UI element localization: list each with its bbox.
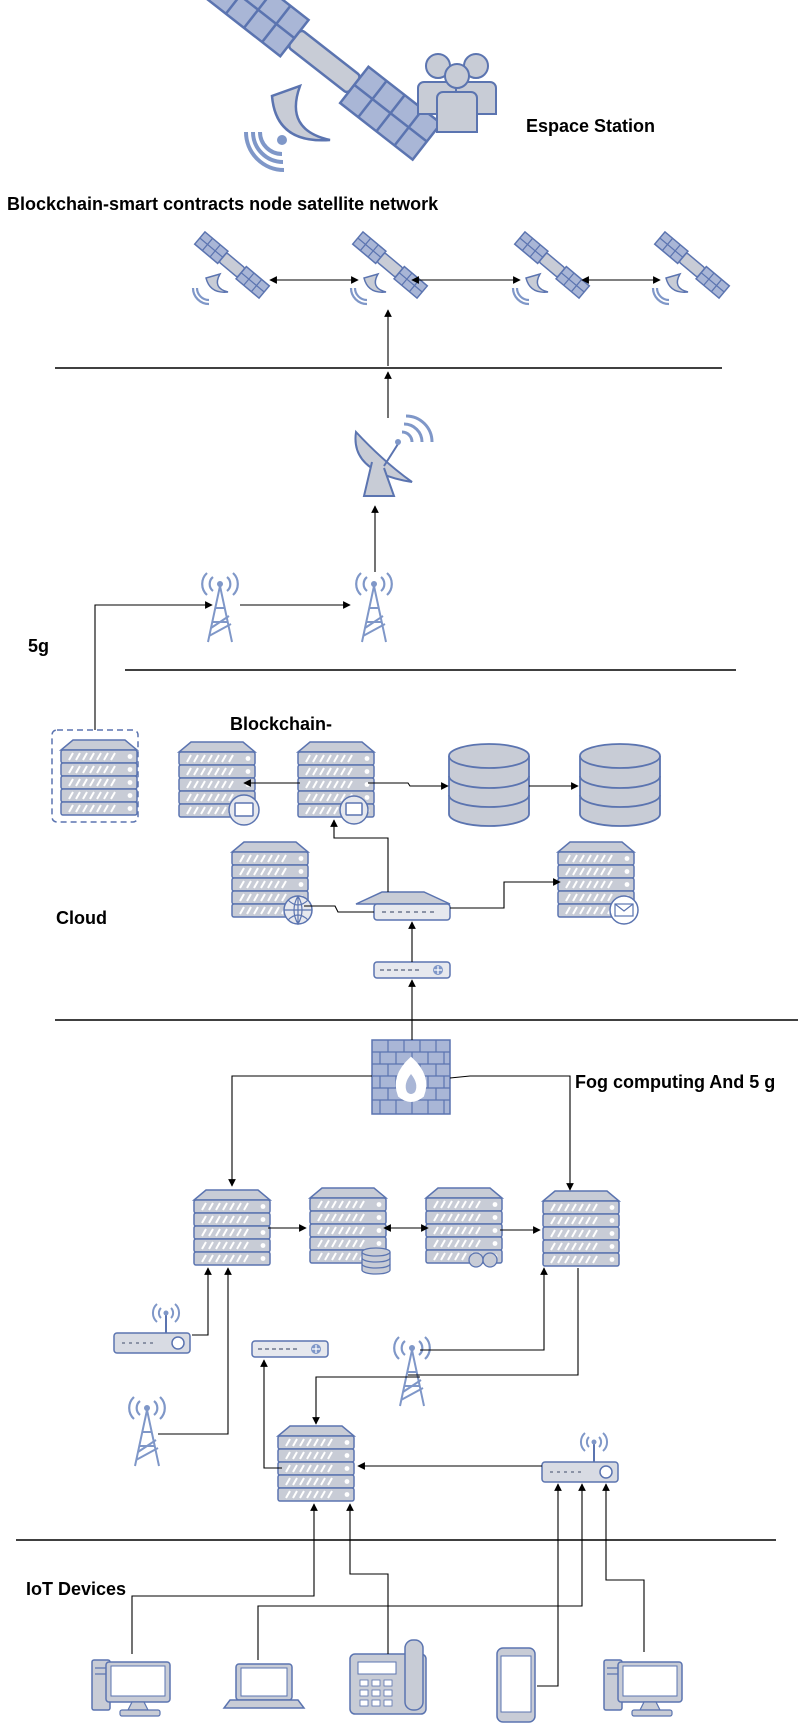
wifi-router-icon [541,1432,619,1483]
dashed-group-box [51,729,139,823]
desk-phone-icon [349,1639,427,1715]
space-station-label: Espace Station [526,116,656,136]
large-satellite-icon [206,0,443,172]
monitor-badge-icon [339,795,369,825]
smartphone-icon [496,1647,536,1723]
network-switch-icon [251,1340,329,1358]
server-icon [542,1190,620,1267]
cell-tower-icon [393,1335,431,1408]
wifi-router-icon [113,1303,191,1354]
network-switch-icon [373,961,451,979]
server-icon [425,1187,503,1264]
satellite-node-icon [651,230,731,306]
five-g-label: 5g [28,636,50,656]
database-icon [579,743,661,827]
monitor-badge-icon [228,794,260,826]
desktop-computer-icon [603,1659,683,1717]
desktop-computer-icon [91,1659,171,1717]
server-icon [277,1425,355,1502]
mail-badge-icon [609,895,639,925]
iot-devices-label: IoT Devices [26,1579,127,1599]
satellite-node-icon [349,230,429,306]
satellite-network-label: Blockchain-smart contracts node satellit… [7,194,439,214]
network-switch-icon [355,891,451,921]
server-icon [60,739,138,816]
satellite-node-icon [191,230,271,306]
satellite-node-icon [511,230,591,306]
blockchain-label: Blockchain- [230,714,333,734]
satellite-dish-icon [354,414,434,497]
cloud-label: Cloud [56,908,107,928]
cell-tower-icon [128,1395,166,1468]
gear-badge-icon [468,1252,498,1268]
connector-lines [94,276,661,1687]
fog-computing-label: Fog computing And 5 g [575,1072,776,1092]
cell-tower-icon [201,571,239,644]
database-badge-icon [361,1247,391,1275]
database-icon [448,743,530,827]
laptop-icon [222,1663,306,1709]
server-icon [193,1189,271,1266]
firewall-icon [371,1039,451,1115]
people-icon [417,53,497,133]
separator-lines [16,367,798,1541]
globe-badge-icon [283,895,313,926]
cell-tower-icon [355,571,393,644]
